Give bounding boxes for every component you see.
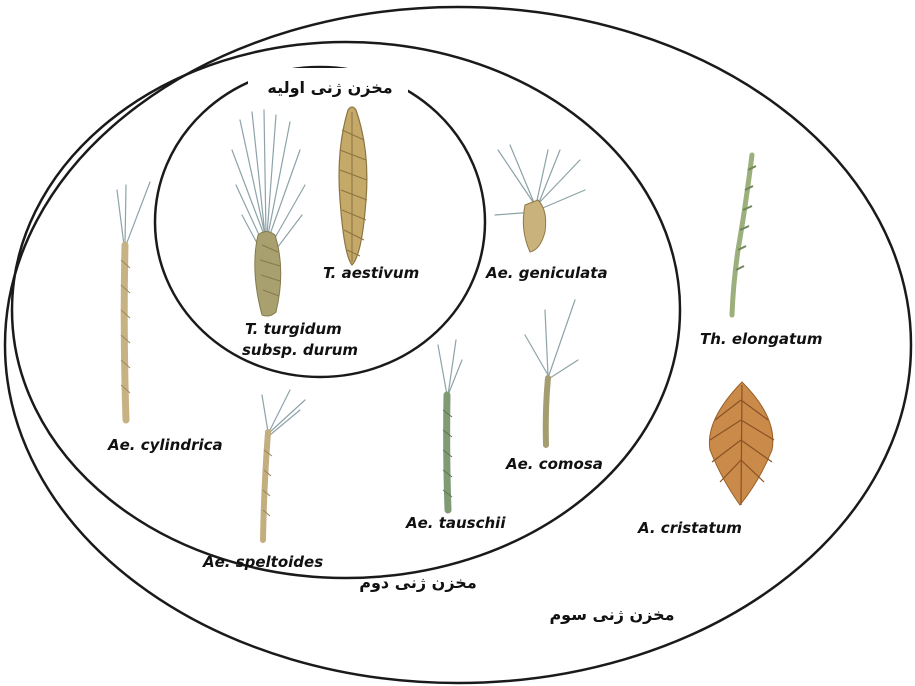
ae-comosa-spike-image (525, 300, 578, 445)
t-turgidum-label-line1: T. turgidum (245, 320, 342, 338)
ae-cylindrica-label: Ae. cylindrica (107, 436, 223, 454)
ae-geniculata-spike-image (495, 145, 585, 252)
ae-comosa-label: Ae. comosa (505, 455, 603, 473)
t-turgidum-spike-image (232, 110, 305, 316)
ae-tauschii-spike-image (438, 340, 462, 510)
t-aestivum-spike-image (339, 107, 367, 265)
ae-speltoides-label: Ae. speltoides (202, 553, 323, 571)
a-cristatum-label: A. cristatum (637, 519, 742, 537)
tertiary-gene-pool-label: مخزن ژنی سوم (549, 605, 674, 624)
th-elongatum-spike-image (732, 155, 756, 315)
ae-speltoides-spike-image (262, 390, 305, 540)
ae-geniculata-label: Ae. geniculata (485, 264, 608, 282)
ae-cylindrica-spike-image (117, 182, 150, 420)
t-turgidum-label-line2: subsp. durum (242, 341, 358, 359)
a-cristatum-spike-image (709, 382, 774, 505)
t-aestivum-label: T. aestivum (323, 264, 419, 282)
primary-gene-pool-label: مخزن ژنی اولیه (267, 78, 392, 97)
th-elongatum-label: Th. elongatum (700, 330, 822, 348)
ae-tauschii-label: Ae. tauschii (405, 514, 506, 532)
secondary-gene-pool-label: مخزن ژنی دوم (359, 573, 476, 592)
